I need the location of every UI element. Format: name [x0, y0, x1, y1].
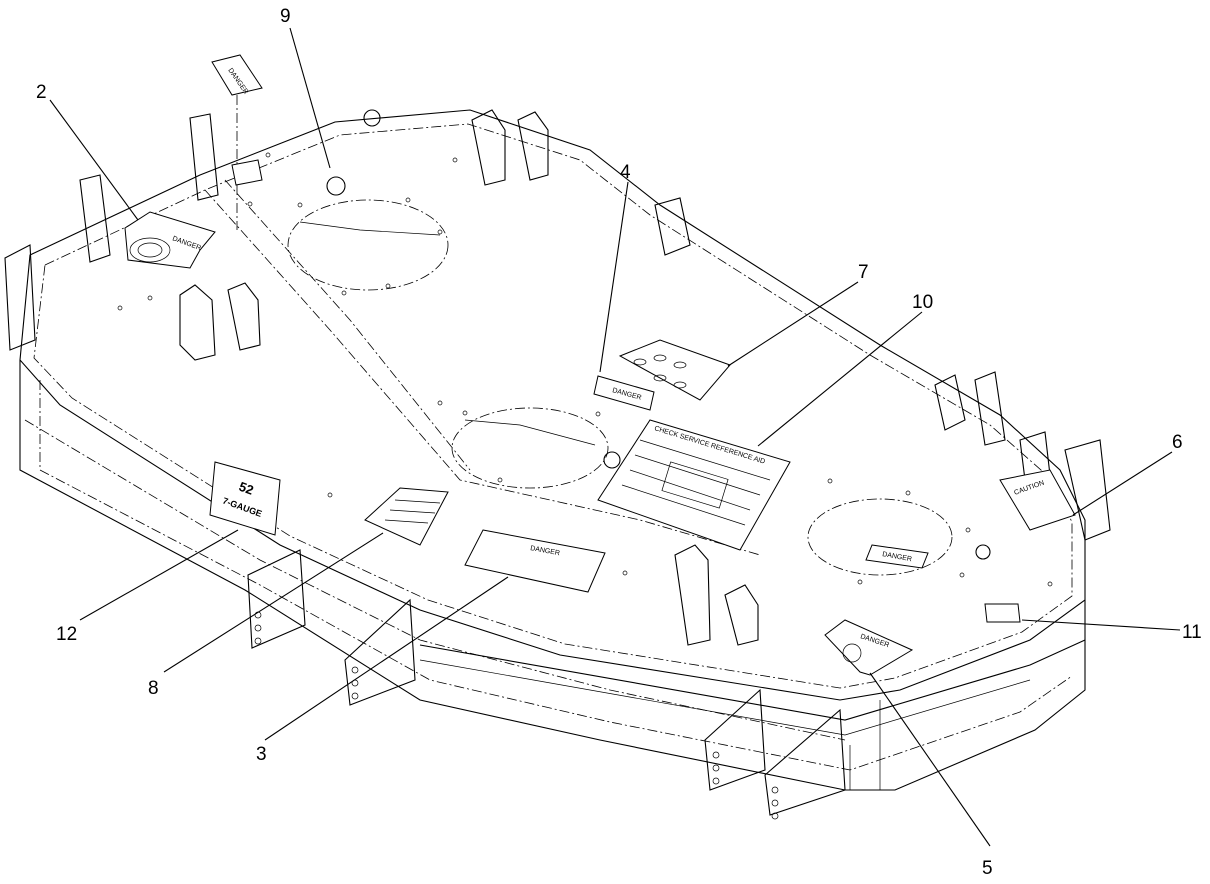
- decal-11-tag: [984, 603, 1021, 623]
- callout-6: 6: [1172, 432, 1183, 453]
- callout-2: 2: [36, 82, 47, 103]
- bolt-holes: [117, 152, 1053, 587]
- callout-11: 11: [1182, 622, 1202, 643]
- decal-small-tag: [231, 159, 263, 186]
- decal-4-danger: DANGER: [593, 375, 655, 411]
- callout-8: 8: [148, 678, 159, 699]
- decal-12-size: 52: [237, 479, 256, 498]
- decal-6-caution: CAUTION: [999, 469, 1076, 531]
- decal-3-danger: DANGER: [464, 529, 606, 593]
- callout-7: 7: [858, 262, 869, 283]
- decal-danger-right: DANGER: [865, 544, 929, 569]
- callout-5: 5: [982, 858, 993, 879]
- callout-3: 3: [256, 744, 267, 765]
- callout-12: 12: [56, 624, 77, 645]
- callout-10: 10: [912, 292, 933, 313]
- decal-5-danger: DANGER: [824, 619, 914, 676]
- leader-lines: [49, 27, 1181, 847]
- decal-2-danger: DANGER: [124, 211, 216, 269]
- decal-8-instructions: [364, 487, 449, 546]
- callout-4: 4: [620, 162, 631, 183]
- callout-9: 9: [280, 6, 291, 27]
- decal-10-service-reference: CHECK SERVICE REFERENCE AID: [597, 419, 791, 551]
- mower-deck: [4, 109, 1111, 820]
- decal-danger-tag-top: DANGER: [211, 54, 263, 230]
- callout-numbers: 2 9 4 7 10 6 11 5 3 8 12: [36, 6, 1202, 879]
- decal-12-gauge: 52 7-GAUGE: [209, 461, 281, 536]
